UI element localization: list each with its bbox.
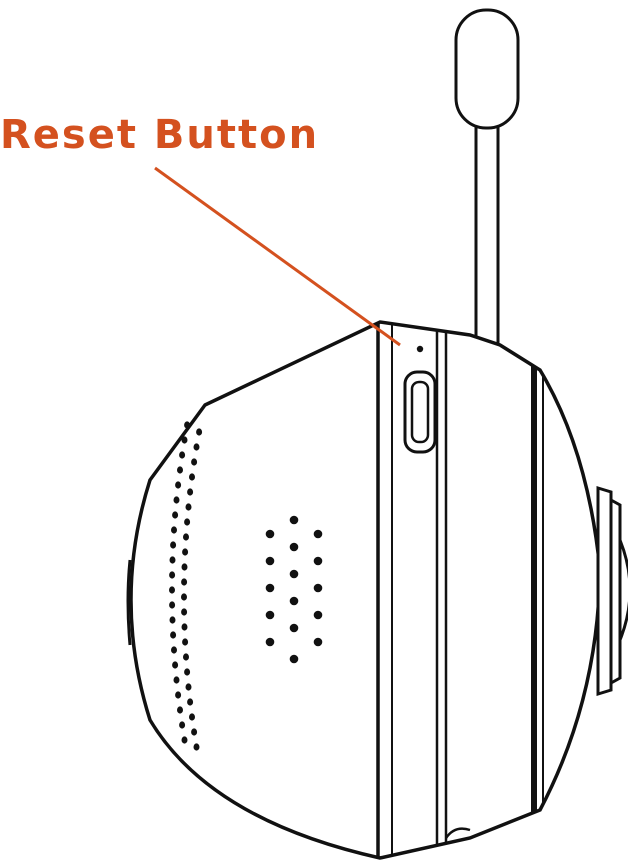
vent-dot	[172, 661, 179, 669]
vent-dot	[184, 421, 191, 429]
vent-dot	[173, 676, 180, 684]
vent-dot	[172, 511, 179, 519]
vent-dot	[175, 691, 182, 699]
vent-dot	[169, 601, 176, 609]
speaker-hole	[313, 556, 323, 566]
antenna-tip	[454, 8, 520, 130]
vent-dot	[185, 683, 192, 691]
vent-dot	[191, 458, 198, 466]
speaker-hole	[289, 569, 299, 579]
vent-dot	[179, 451, 186, 459]
speaker-hole	[313, 610, 323, 620]
vent-dot	[193, 743, 200, 751]
speaker-hole	[265, 637, 275, 647]
vent-dot	[181, 623, 188, 631]
callout-line	[154, 166, 401, 347]
vent-dot	[185, 503, 192, 511]
vent-dot	[182, 638, 189, 646]
vent-dot	[177, 466, 183, 474]
vent-dot	[181, 436, 188, 444]
speaker-hole	[289, 596, 299, 606]
vent-dot	[170, 631, 177, 639]
camera-body	[126, 320, 602, 860]
vent-dot	[169, 571, 176, 579]
speaker-hole	[289, 515, 299, 525]
vent-dot	[169, 556, 176, 564]
vent-dot	[169, 616, 176, 624]
vent-dot	[181, 736, 188, 744]
speaker-hole	[313, 583, 323, 593]
speaker-hole	[265, 556, 275, 566]
antenna	[454, 8, 520, 357]
speaker-hole	[289, 623, 299, 633]
speaker-hole	[289, 654, 299, 664]
vent-dot	[191, 728, 198, 736]
speaker-hole	[313, 529, 323, 539]
speaker-hole	[265, 529, 275, 539]
vent-dot	[173, 496, 180, 504]
vent-dot	[169, 586, 175, 594]
vent-dot	[171, 646, 177, 654]
vent-dot	[177, 706, 183, 714]
vent-dot	[181, 578, 188, 586]
speaker-hole	[265, 610, 275, 620]
vent-dot	[181, 593, 187, 601]
vent-dot	[187, 698, 194, 706]
vent-dot	[181, 608, 188, 616]
vent-dot	[181, 563, 188, 571]
vent-dot	[183, 533, 189, 541]
vent-dot	[183, 653, 189, 661]
vent-dot	[171, 526, 177, 534]
vent-dot	[175, 481, 182, 489]
body-outline	[129, 320, 602, 860]
vent-dot	[179, 721, 186, 729]
reset-pinhole	[416, 345, 424, 353]
lens-housing	[596, 485, 628, 697]
reset-button-label: Reset Button	[0, 112, 320, 158]
speaker-hole	[289, 542, 299, 552]
vent-dot	[170, 541, 177, 549]
center-band	[376, 322, 544, 858]
antenna-stem	[474, 118, 500, 357]
speaker-hole	[265, 583, 275, 593]
speaker-hole	[313, 637, 323, 647]
left-edge	[126, 559, 132, 646]
side-vents	[169, 421, 203, 751]
vent-dot	[182, 548, 189, 556]
vent-dot	[187, 488, 194, 496]
vent-dot	[189, 713, 195, 721]
speaker-grille	[265, 515, 323, 664]
vent-dot	[184, 518, 191, 526]
bottom-notch	[444, 827, 471, 839]
vent-dot	[196, 428, 203, 436]
usb-port	[403, 370, 437, 454]
vent-dot	[189, 473, 195, 481]
vent-dot	[184, 668, 191, 676]
vent-dot	[193, 443, 200, 451]
